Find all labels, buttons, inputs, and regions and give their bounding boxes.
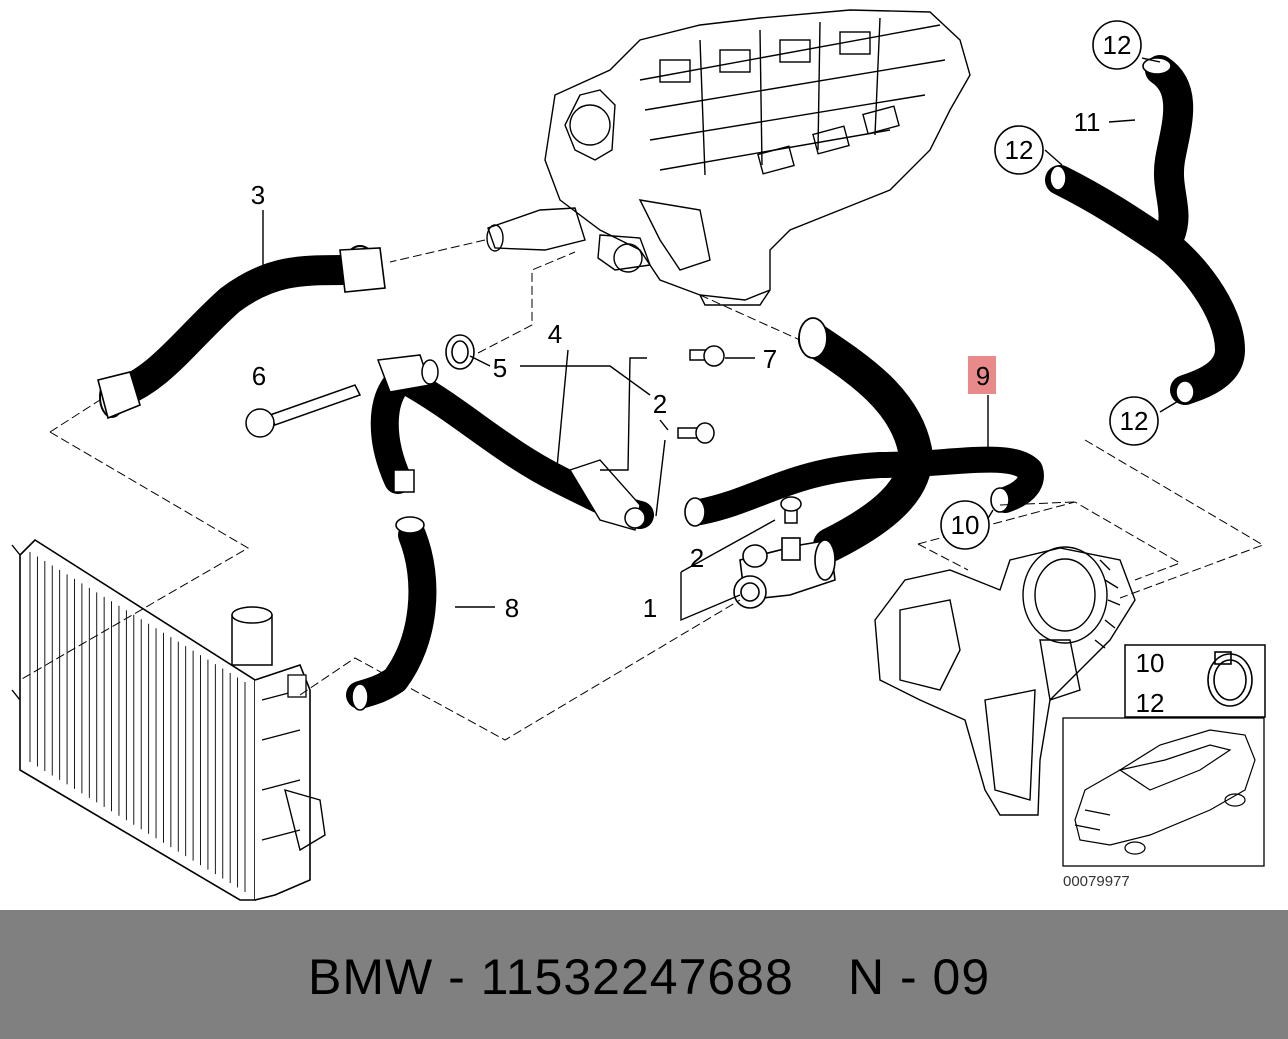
gasket-5: [445, 334, 475, 370]
hose-9: [684, 317, 1044, 562]
parts-diagram: 12 12 12 10 3 4 5 6 7 2 2 1 8 9 11 10 12: [11, 9, 1266, 901]
part-1-connector: [733, 537, 836, 609]
car-icon: [1074, 729, 1256, 855]
callout-4: 4: [548, 319, 562, 349]
footer-bar: [0, 910, 1288, 1039]
callout-8: 8: [505, 593, 519, 623]
svg-text:12: 12: [1136, 688, 1165, 718]
pipe-4-assembly: [370, 354, 654, 531]
svg-text:12: 12: [1103, 30, 1132, 60]
radiator: [11, 538, 326, 901]
callout-2-lower: 2: [690, 543, 704, 573]
callout-circle-10: 10: [940, 500, 990, 550]
callout-3: 3: [251, 180, 265, 210]
svg-text:10: 10: [951, 510, 980, 540]
callout-circle-12a: 12: [1092, 20, 1142, 70]
callout-11: 11: [1074, 107, 1101, 137]
svg-text:10: 10: [1136, 648, 1165, 678]
callout-1: 1: [643, 593, 657, 623]
diagram-id: 00079977: [1063, 873, 1130, 890]
callout-7: 7: [763, 344, 777, 374]
callout-circle-12c: 12: [1109, 396, 1159, 446]
part-number-text: BMW - 11532247688: [308, 949, 794, 1005]
callout-5: 5: [493, 353, 507, 383]
callout-circle-12b: 12: [994, 125, 1044, 175]
bolt-6: [245, 384, 362, 438]
hose-11: [1045, 55, 1245, 405]
callout-9: 9: [976, 361, 990, 391]
svg-text:12: 12: [1120, 406, 1149, 436]
screw-7: [689, 345, 725, 367]
svg-text:12: 12: [1005, 135, 1034, 165]
hose-3: [97, 245, 386, 420]
callout-2-upper: 2: [653, 389, 667, 419]
screw-2-upper: [677, 422, 715, 444]
dashed-lines: [19, 239, 1265, 741]
leader-lines: [262, 57, 1181, 622]
callout-9-highlight: [968, 356, 996, 394]
clamp-legend-box: 10 12: [1124, 644, 1266, 718]
callout-6: 6: [252, 361, 266, 391]
engine-block: [486, 9, 971, 306]
screw-2-lower: [780, 496, 802, 524]
hose-8: [346, 516, 437, 711]
thermostat-housing: [874, 546, 1136, 816]
car-thumbnail: [1062, 717, 1265, 867]
hose-clamp-icon: [1207, 651, 1253, 707]
position-text: N - 09: [848, 949, 991, 1005]
